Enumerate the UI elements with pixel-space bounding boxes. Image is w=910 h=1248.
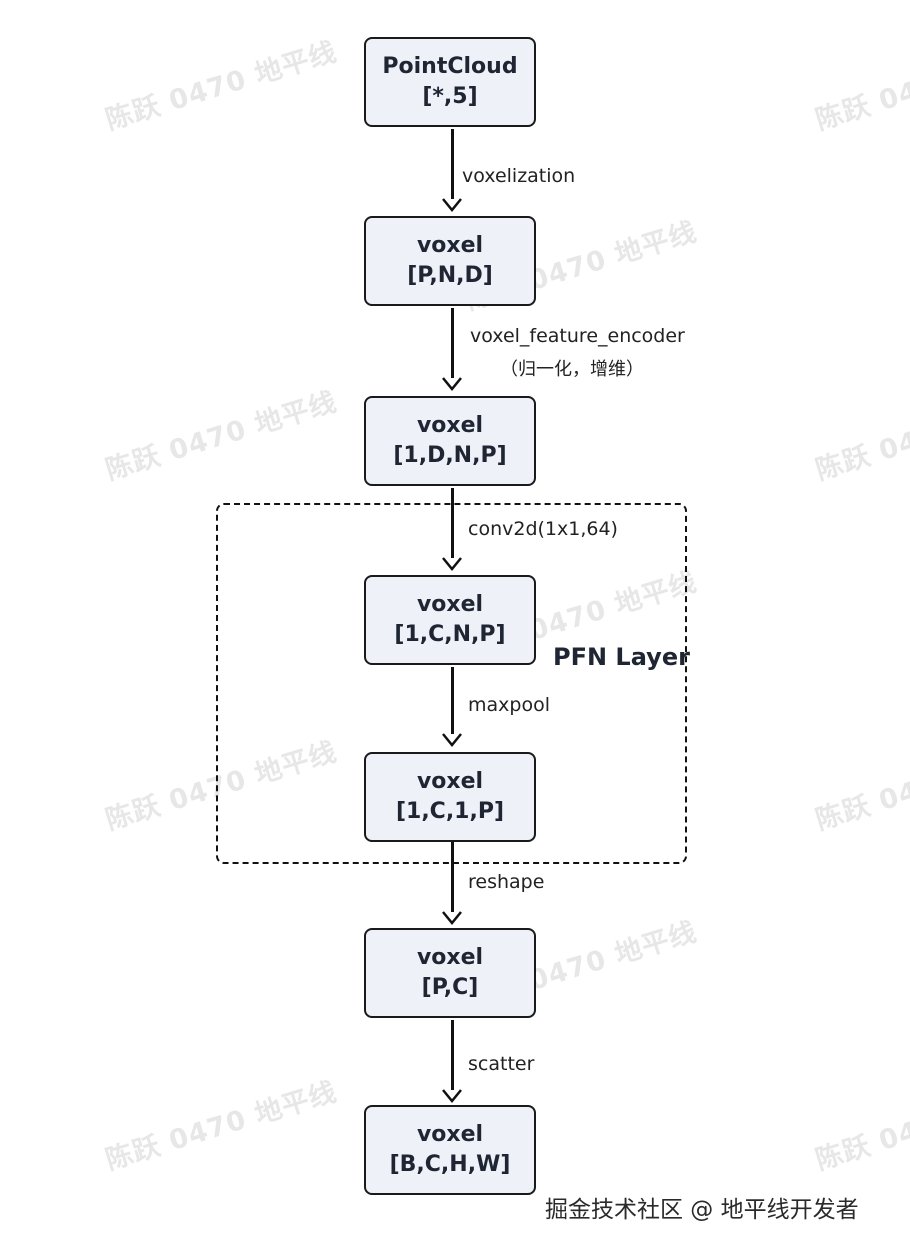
edge-label-conv2d: conv2d(1x1,64) xyxy=(468,518,618,540)
edge-label-voxel-feature-encoder: voxel_feature_encoder xyxy=(470,325,685,347)
node-shape: [P,N,D] xyxy=(407,263,493,288)
watermark: 陈跃 0470 地平线 xyxy=(812,1077,910,1177)
arrowhead-icon xyxy=(442,557,462,571)
edge-label-scatter: scatter xyxy=(468,1053,535,1075)
node-title: voxel xyxy=(416,413,484,438)
watermark: 陈跃 0470 地平线 xyxy=(812,387,910,487)
node-voxel-pc: voxel [P,C] xyxy=(364,928,536,1018)
node-shape: [P,C] xyxy=(421,975,479,1000)
edge-line-5 xyxy=(451,842,454,912)
node-title: voxel xyxy=(416,592,484,617)
edge-line-1 xyxy=(451,129,454,199)
node-title: voxel xyxy=(416,945,484,970)
arrowhead-icon xyxy=(442,1089,462,1103)
edge-line-4 xyxy=(451,667,454,734)
node-title: PointCloud xyxy=(382,54,518,79)
edge-line-6 xyxy=(451,1020,454,1090)
node-voxel-pnd: voxel [P,N,D] xyxy=(364,216,536,306)
watermark: 陈跃 0470 地平线 xyxy=(102,386,341,487)
node-shape: [*,5] xyxy=(422,84,478,109)
watermark: 陈跃 0470 地平线 xyxy=(812,37,910,137)
node-shape: [1,C,1,P] xyxy=(395,799,505,824)
edge-label-reshape: reshape xyxy=(468,871,545,893)
node-title: voxel xyxy=(416,1122,484,1147)
edge-label-voxelization: voxelization xyxy=(462,165,576,187)
arrowhead-icon xyxy=(442,198,462,212)
source-credit: 掘金技术社区 @ 地平线开发者 xyxy=(545,1197,859,1223)
edge-line-2 xyxy=(451,308,454,378)
arrowhead-icon xyxy=(442,733,462,747)
node-pointcloud: PointCloud [*,5] xyxy=(364,37,536,127)
watermark: 陈跃 0470 地平线 xyxy=(102,36,341,137)
edge-line-3 xyxy=(451,488,454,558)
node-shape: [1,D,N,P] xyxy=(393,443,507,468)
watermark: 陈跃 0470 地平线 xyxy=(102,1076,341,1177)
node-voxel-1cnp: voxel [1,C,N,P] xyxy=(364,575,536,665)
node-voxel-bchw: voxel [B,C,H,W] xyxy=(364,1105,536,1195)
node-title: voxel xyxy=(416,769,484,794)
watermark: 陈跃 0470 地平线 xyxy=(812,737,910,837)
node-voxel-1dnp: voxel [1,D,N,P] xyxy=(364,396,536,486)
node-voxel-1c1p: voxel [1,C,1,P] xyxy=(364,752,536,842)
edge-sublabel-voxel-feature-encoder: （归一化，增维） xyxy=(500,359,644,380)
arrowhead-icon xyxy=(442,911,462,925)
edge-label-maxpool: maxpool xyxy=(468,694,550,716)
arrowhead-icon xyxy=(442,377,462,391)
pfn-layer-label: PFN Layer xyxy=(553,643,690,671)
node-shape: [1,C,N,P] xyxy=(394,622,506,647)
node-shape: [B,C,H,W] xyxy=(389,1152,511,1177)
node-title: voxel xyxy=(416,233,484,258)
